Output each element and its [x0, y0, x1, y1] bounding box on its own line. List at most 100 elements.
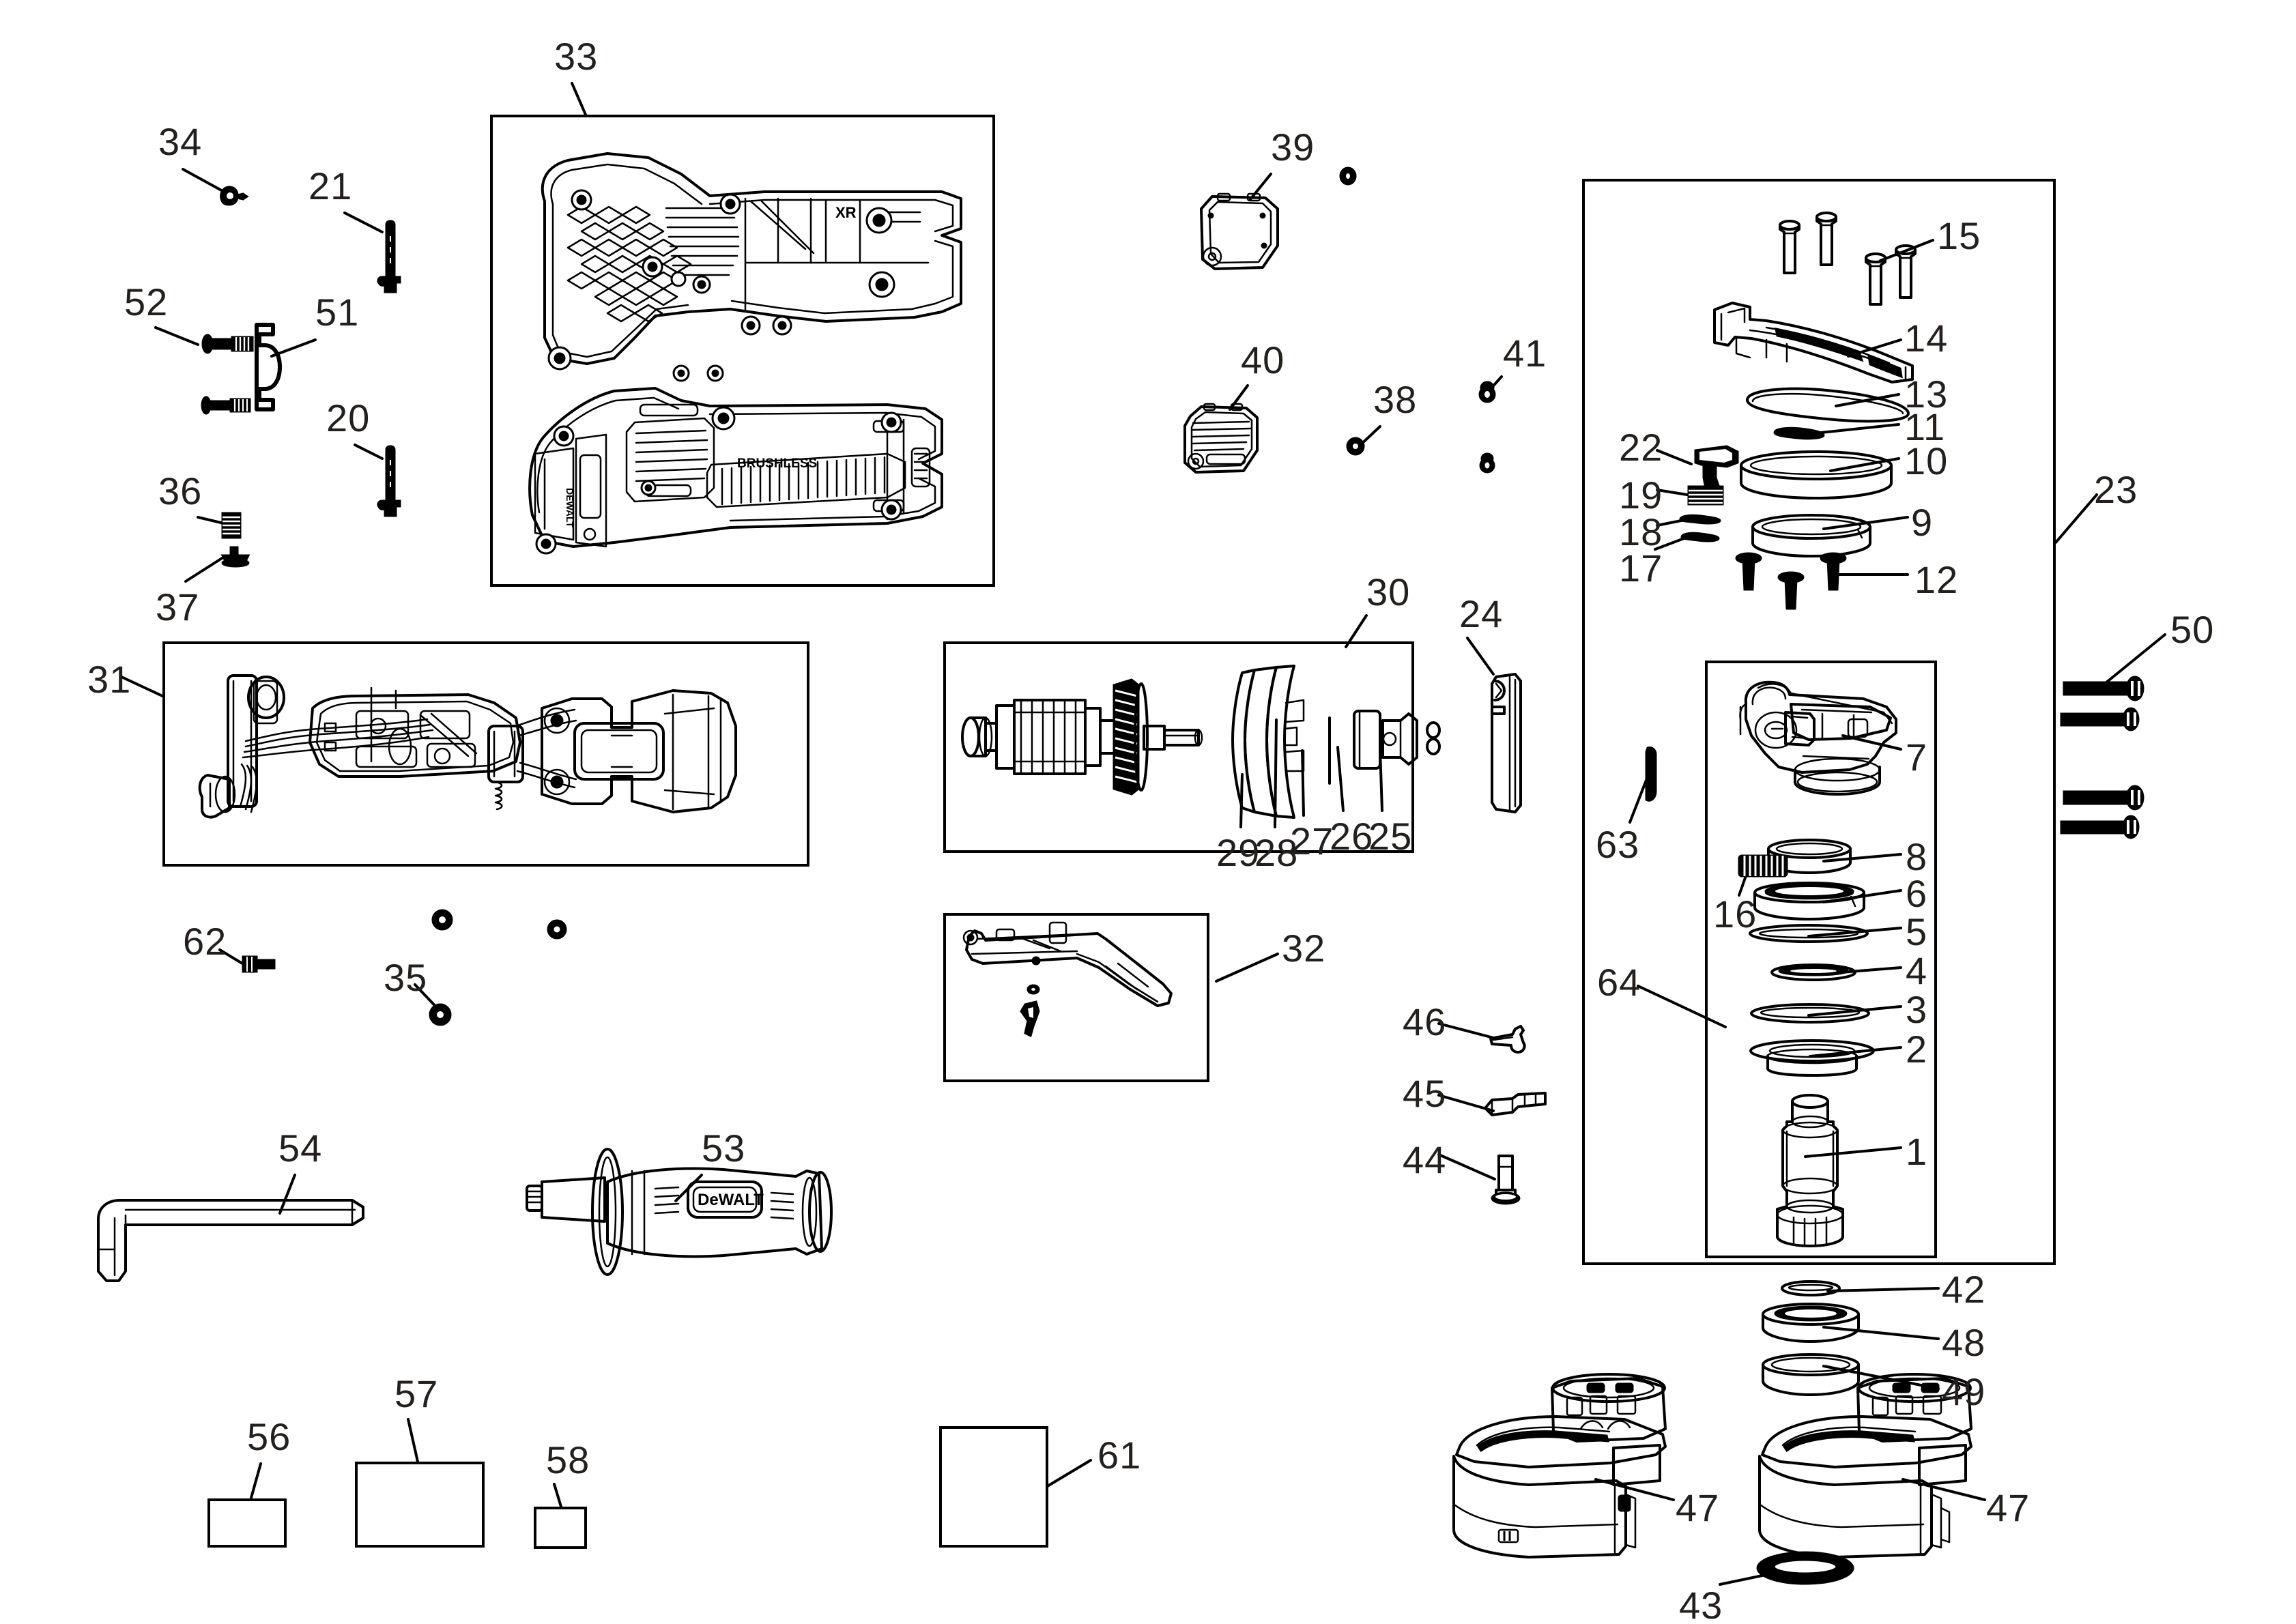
part-2-flange: [1747, 1039, 1877, 1078]
callout-number-53: 53: [702, 1127, 746, 1170]
callout-number-18: 18: [1619, 510, 1663, 553]
group-box-30: [943, 641, 1414, 853]
part-14-clamp-band: [1708, 300, 1940, 389]
callout-number-13: 13: [1904, 373, 1949, 416]
callout-number-24: 24: [1459, 592, 1504, 635]
callout-number-45: 45: [1403, 1072, 1447, 1115]
part-5-washer: [1747, 923, 1870, 944]
part-57-label-plate: [355, 1462, 485, 1548]
part-48-bearing: [1760, 1302, 1862, 1350]
part-4-washer: [1769, 962, 1858, 983]
part-62-screw: [240, 953, 281, 977]
callout-number-12: 12: [1914, 558, 1959, 601]
callout-number-5: 5: [1906, 910, 1928, 953]
callout-number-44: 44: [1403, 1138, 1447, 1181]
callout-number-26: 26: [1330, 815, 1374, 858]
group-box-23: [1582, 179, 2056, 1265]
part-16-knurled-nut: [1735, 852, 1791, 882]
callout-number-32: 32: [1282, 927, 1326, 970]
part-18-washer: [1678, 513, 1723, 525]
leader-line-61: [1042, 1459, 1092, 1490]
part-40-vent-grille: [1178, 401, 1267, 480]
svg-text:XR: XR: [835, 204, 857, 221]
callout-number-64: 64: [1597, 961, 1641, 1004]
callout-number-22: 22: [1619, 426, 1663, 469]
part-22-knob-bolt: [1684, 442, 1746, 497]
part-39-cover-frame: [1192, 186, 1287, 281]
callout-number-8: 8: [1906, 835, 1928, 878]
part-13-o-ring: [1738, 383, 1915, 426]
callout-number-11: 11: [1904, 405, 1946, 448]
part-47-guard-left: [1447, 1372, 1734, 1590]
housing-dewalt-text: DEWALT: [564, 488, 575, 528]
callout-number-7: 7: [1906, 736, 1928, 779]
callout-number-48: 48: [1942, 1321, 1986, 1364]
group-box-31: [162, 641, 809, 867]
callout-number-20: 20: [326, 396, 371, 439]
part-6-bearing: [1751, 882, 1867, 925]
part-38-washer: [1346, 437, 1365, 456]
part-41-fastener-b: [1477, 450, 1497, 475]
callout-number-6: 6: [1906, 872, 1928, 915]
callout-number-47b: 47: [1986, 1486, 2030, 1529]
callout-number-56: 56: [247, 1415, 291, 1458]
group-box-33: [490, 115, 995, 587]
callout-number-10: 10: [1904, 439, 1949, 482]
callout-number-29: 29: [1216, 831, 1261, 874]
leader-line-57: [407, 1418, 419, 1463]
callout-number-9: 9: [1911, 501, 1934, 544]
part-30-armature-group: [956, 655, 1441, 839]
callout-number-1: 1: [1906, 1130, 1928, 1173]
leader-line-42: [1826, 1287, 1940, 1292]
callout-number-41: 41: [1503, 332, 1547, 375]
part-11-shim: [1772, 426, 1826, 441]
group-box-64: [1705, 661, 1937, 1258]
callout-number-17: 17: [1619, 547, 1663, 590]
callout-number-42: 42: [1942, 1268, 1986, 1311]
part-24-slide-switch: [1485, 669, 1533, 819]
callout-number-15: 15: [1937, 214, 1981, 257]
leader-line-58: [553, 1483, 562, 1508]
callout-number-28: 28: [1254, 831, 1299, 874]
callout-number-49: 49: [1942, 1370, 1986, 1413]
part-50-long-screws: [2060, 676, 2157, 860]
part-44-bolt: [1489, 1152, 1523, 1206]
callout-number-63: 63: [1596, 823, 1640, 866]
part-42-o-ring: [1780, 1279, 1841, 1298]
part-12-screws: [1734, 551, 1877, 626]
callout-number-51: 51: [315, 291, 360, 334]
leader-line-44: [1437, 1153, 1496, 1180]
part-10-spacer-ring: [1738, 449, 1895, 508]
part-43-o-ring: [1754, 1549, 1856, 1589]
part-32-lever-assembly: [954, 921, 1200, 1071]
part-17-washer: [1679, 531, 1721, 543]
callout-number-40: 40: [1241, 338, 1285, 381]
part-1-spindle: [1762, 1092, 1858, 1249]
part-3-ring-washer: [1749, 1002, 1871, 1025]
callout-number-62: 62: [183, 920, 227, 963]
callout-number-4: 4: [1906, 949, 1928, 992]
part-33-housing-clamshell: XR: [505, 133, 983, 570]
callout-number-23: 23: [2094, 468, 2138, 511]
callout-number-39: 39: [1271, 126, 1315, 169]
part-9-bearing-ring: [1750, 513, 1873, 565]
part-35-nut-a: [431, 909, 453, 931]
part-52-screws: [199, 328, 288, 437]
part-35-nut-b: [546, 918, 568, 940]
part-7-gear-case: [1720, 677, 1925, 813]
callout-number-3: 3: [1906, 988, 1928, 1031]
callout-number-58: 58: [546, 1438, 590, 1481]
callout-number-27: 27: [1290, 820, 1334, 862]
part-31-wiring-assembly: [195, 661, 796, 852]
part-61-label-plate: [939, 1426, 1048, 1548]
leader-line-32: [1215, 953, 1279, 983]
part-41-fastener-a: [1477, 379, 1497, 404]
part-37-rivet: [217, 545, 254, 569]
callout-number-54: 54: [278, 1127, 323, 1170]
callout-number-21: 21: [308, 164, 353, 207]
callout-number-2: 2: [1906, 1028, 1928, 1071]
part-21-pin: [374, 218, 408, 300]
callout-number-38: 38: [1373, 378, 1418, 421]
leader-line-52: [154, 326, 199, 346]
